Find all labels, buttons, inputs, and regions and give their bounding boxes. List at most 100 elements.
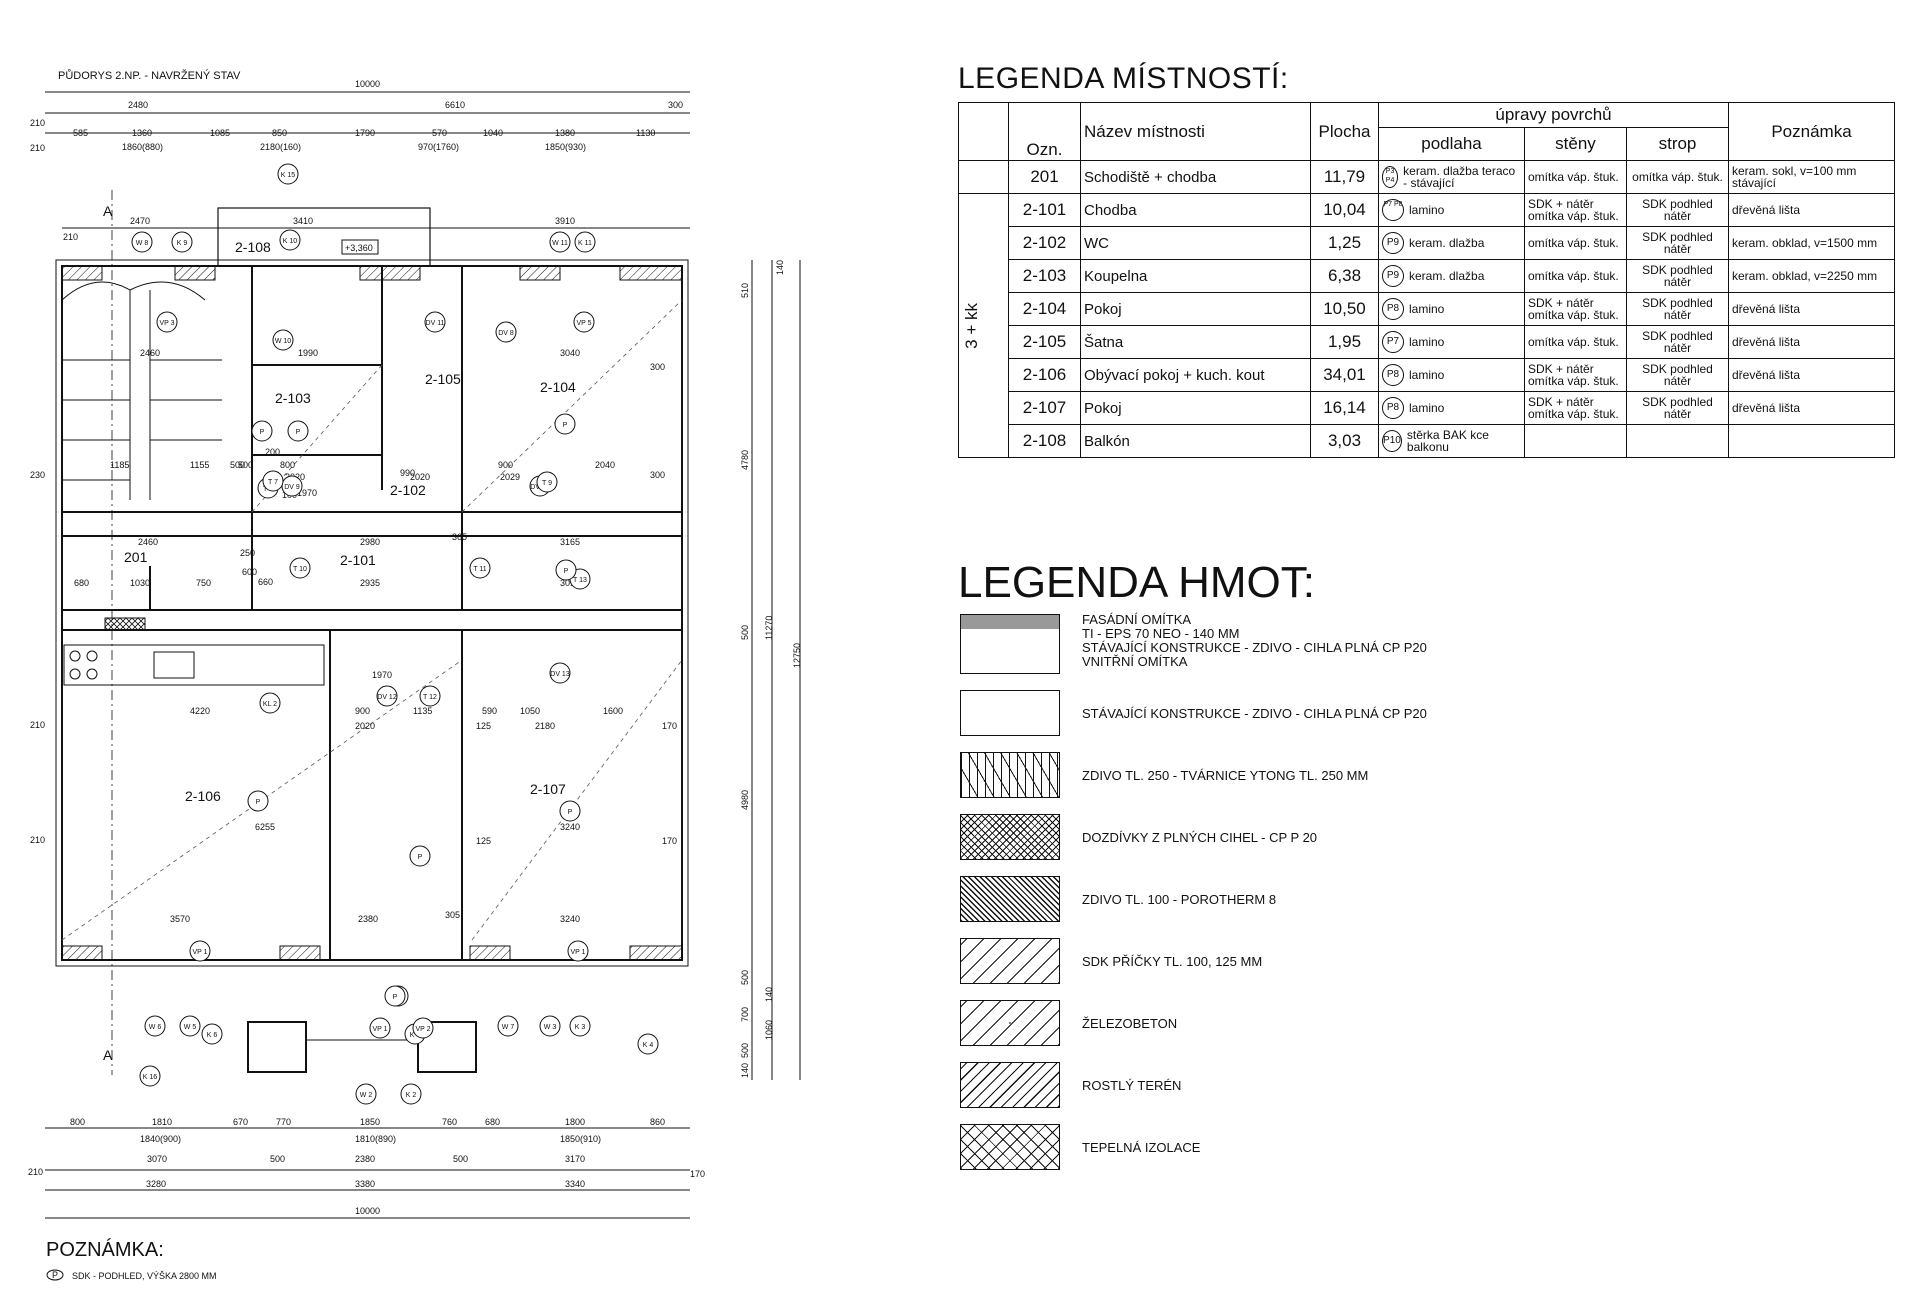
material-label: SDK PŘÍČKY TL. 100, 125 MM xyxy=(1082,954,1263,969)
section-mark-bottom: A xyxy=(103,1047,113,1063)
tag-circle xyxy=(555,559,577,581)
element-tag: VP 1 xyxy=(570,949,585,956)
staircase xyxy=(61,281,222,500)
dim-r2-3: 850 xyxy=(272,128,287,138)
dim-r2-5: 570 xyxy=(432,128,447,138)
inner-dimension: 2180 xyxy=(535,721,555,731)
header-ceiling: strop xyxy=(1626,127,1729,161)
header-surfaces: úpravy povrchů xyxy=(1378,102,1729,128)
legend-rooms-title: LEGENDA MÍSTNOSTÍ: xyxy=(958,62,1289,95)
dim-r2-2: 1085 xyxy=(210,128,230,138)
room-name: Šatna xyxy=(1080,325,1311,359)
room-ceiling: SDK podhled nátěr xyxy=(1626,259,1729,293)
element-tag: P xyxy=(563,422,568,429)
floor-finish: keram. dlažba xyxy=(1409,236,1485,250)
element-tag: T 9 xyxy=(542,480,552,487)
inner-dimension: 1185 xyxy=(110,460,129,470)
room-area: 3,03 xyxy=(1310,424,1379,458)
bottom-dimension: 800 xyxy=(70,1117,85,1127)
building-walls xyxy=(55,259,689,967)
dim-r2-6: 1040 xyxy=(483,128,503,138)
inner-dimension: 2020 xyxy=(410,472,430,482)
room-ceiling: SDK podhled nátěr xyxy=(1626,193,1729,227)
inner-dimension: 300 xyxy=(650,362,665,372)
room-note: dřevěná lišta xyxy=(1728,391,1895,425)
element-tag: P xyxy=(256,799,261,806)
element-tag: DV 12 xyxy=(377,694,397,701)
floor-plan-drawing: PŮDORYS 2.NP. - NAVRŽENÝ STAV 10000 2480… xyxy=(28,69,802,1281)
material-swatch xyxy=(960,1124,1060,1170)
material-swatch xyxy=(960,690,1060,736)
group-label: 3 + kk xyxy=(962,302,981,349)
dim-top-1: 2480 xyxy=(128,100,148,110)
tag-circle xyxy=(131,231,153,253)
tag-circle xyxy=(289,557,311,579)
right-dimension: 500 xyxy=(740,625,750,640)
tag-circle xyxy=(536,471,558,493)
tag-circle xyxy=(549,662,571,684)
right-dimension: 11270 xyxy=(764,616,774,640)
tag-circle xyxy=(272,329,294,351)
floor-code-badge: P7 P8 xyxy=(1382,199,1404,221)
room-walls: SDK + nátěr omítka váp. štuk. xyxy=(1524,358,1627,392)
element-tag: W 2 xyxy=(360,1092,373,1099)
room-note: keram. obklad, v=2250 mm xyxy=(1728,259,1895,293)
legend-materials-title: LEGENDA HMOT: xyxy=(958,558,1315,607)
material-label: ROSTLÝ TERÉN xyxy=(1082,1078,1182,1093)
tag-circle xyxy=(179,1015,201,1037)
inner-dimension: 2460 xyxy=(140,348,160,358)
room-note: keram. sokl, v=100 mm stávající xyxy=(1728,160,1895,194)
element-tag: T 12 xyxy=(423,694,437,701)
header-floor: podlaha xyxy=(1378,127,1525,161)
element-tag: T 11 xyxy=(473,566,486,573)
header-ozn: Ozn. xyxy=(1008,102,1081,161)
room-note: dřevěná lišta xyxy=(1728,325,1895,359)
floor-code-badge: P10 xyxy=(1382,430,1402,452)
tag-circle xyxy=(247,790,269,812)
bottom-dimension: 1810 xyxy=(152,1117,172,1127)
room-note xyxy=(1728,424,1895,458)
element-tag: P xyxy=(568,809,573,816)
room-area: 16,14 xyxy=(1310,391,1379,425)
group-cell-empty xyxy=(958,160,1009,194)
dim-left-1: 210 xyxy=(30,143,45,153)
room-area: 1,25 xyxy=(1310,226,1379,260)
inner-dimension: 2020 xyxy=(355,721,375,731)
floor-finish: lamino xyxy=(1409,203,1445,217)
inner-dimension: 4220 xyxy=(190,706,210,716)
right-dimension: 140 xyxy=(764,987,774,1002)
element-tag: K 7 xyxy=(410,1032,421,1039)
tag-circle xyxy=(369,1017,391,1039)
dim-left-2: 210 xyxy=(63,232,78,242)
material-swatch xyxy=(960,614,1060,674)
room-walls: SDK + nátěr omítka váp. štuk. xyxy=(1524,391,1627,425)
inner-dimension: 3570 xyxy=(170,914,190,924)
floor-finish: lamino xyxy=(1409,368,1445,382)
tag-circle xyxy=(574,231,596,253)
dim-r2s-1: 2180(160) xyxy=(260,142,301,152)
material-swatch xyxy=(960,876,1060,922)
room-code: 2-104 xyxy=(1008,292,1081,326)
element-tag: T 7 xyxy=(268,479,278,486)
dim-left-0: 210 xyxy=(30,118,45,128)
section-mark-top: A xyxy=(103,203,113,219)
floor-code-badge: P3 P4 xyxy=(1382,166,1399,188)
element-tag: P xyxy=(418,854,423,861)
room-name: Schodiště + chodba xyxy=(1080,160,1311,194)
room-ceiling xyxy=(1626,424,1729,458)
dim-bottom-side-right: 170 xyxy=(690,1169,705,1179)
bottom-dimension: 500 xyxy=(453,1154,468,1164)
right-dimension: 140 xyxy=(775,260,785,275)
tag-circle xyxy=(376,685,398,707)
room-label-2-101: 2-101 xyxy=(340,552,376,568)
room-label-2-108: 2-108 xyxy=(235,239,271,255)
right-dimension: 500 xyxy=(740,970,750,985)
bottom-dimension: 1850 xyxy=(360,1117,380,1127)
tag-circle xyxy=(201,1023,223,1045)
